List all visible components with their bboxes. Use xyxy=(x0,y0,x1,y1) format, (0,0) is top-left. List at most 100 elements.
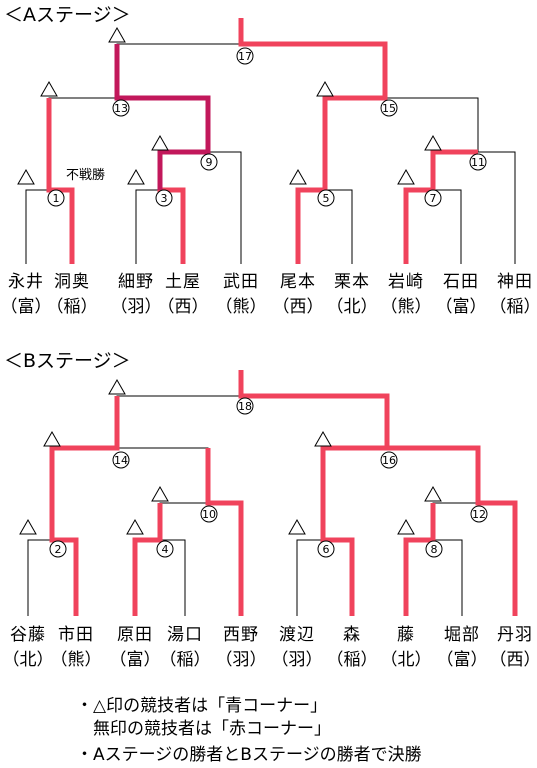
match-circle xyxy=(317,189,335,207)
match-circle xyxy=(469,153,487,171)
blue-corner-triangle xyxy=(316,80,334,97)
competitor-name: 谷藤 xyxy=(10,625,46,645)
match-circle xyxy=(200,153,218,171)
winner-path-7 xyxy=(403,149,478,264)
match-15-bracket xyxy=(324,97,479,190)
match-number: 2 xyxy=(55,543,62,556)
winner-path-5 xyxy=(238,18,388,264)
match-circle xyxy=(112,99,130,117)
stage-a-title: ＜Aステージ＞ xyxy=(4,4,131,26)
match-circle xyxy=(236,397,254,415)
note-final: ・Aステージの勝者とBステージの勝者で決勝 xyxy=(76,745,422,765)
competitor-name: 森 xyxy=(343,625,361,645)
match-number: 13 xyxy=(114,102,128,115)
competitor-name: 尾本 xyxy=(280,272,316,292)
competitor-school: （西） xyxy=(489,650,537,670)
match-number: 9 xyxy=(206,156,213,169)
match-circle xyxy=(425,540,443,558)
competitor-name: 栗本 xyxy=(334,272,370,292)
match-circle xyxy=(424,189,442,207)
blue-corner-triangle xyxy=(314,430,332,447)
stage-b-title: ＜Bステージ＞ xyxy=(4,350,131,372)
blue-corner-triangle xyxy=(288,518,306,535)
match-16-bracket xyxy=(322,447,479,540)
competitor-school: （稲） xyxy=(489,297,537,317)
blue-corner-triangle xyxy=(151,134,169,151)
blue-corner-markers xyxy=(17,26,442,535)
match-number: 7 xyxy=(430,192,437,205)
match-number: 14 xyxy=(114,454,128,467)
competitor-name: 原田 xyxy=(117,625,153,645)
match-number: 10 xyxy=(202,508,216,521)
winner-path-2 xyxy=(49,396,120,616)
winner-path-6 xyxy=(238,370,390,616)
blue-corner-triangle xyxy=(40,80,58,97)
blue-corner-triangle xyxy=(108,378,126,395)
competitor-name: 武田 xyxy=(223,272,259,292)
match-number: 6 xyxy=(323,543,330,556)
winner-path-8 xyxy=(403,503,436,616)
blue-corner-triangle xyxy=(397,518,415,535)
match-10-bracket xyxy=(159,502,242,616)
blue-corner-triangle xyxy=(127,168,145,185)
competitor-school: （熊） xyxy=(380,297,432,317)
competitor-school: （富） xyxy=(435,297,487,317)
competitor-school: （熊） xyxy=(50,650,102,670)
competitor-school: （西） xyxy=(272,297,324,317)
blue-corner-triangle xyxy=(126,518,144,535)
competitor-school: （羽） xyxy=(110,297,162,317)
match-number: 18 xyxy=(238,400,252,413)
match-circle xyxy=(470,505,488,523)
competitor-school: （富） xyxy=(109,650,161,670)
competitor-name: 細野 xyxy=(118,272,154,292)
blue-corner-triangle xyxy=(19,518,37,535)
match-circle xyxy=(236,47,254,65)
blue-corner-triangle xyxy=(43,430,61,447)
winner-path-10 xyxy=(205,448,244,616)
competitor-name: 藤 xyxy=(397,625,415,645)
highlight-path-3 xyxy=(114,44,211,190)
blue-corner-triangle xyxy=(108,26,126,43)
competitor-name: 湯口 xyxy=(167,625,203,645)
competitor-name: 洞奥 xyxy=(54,272,90,292)
winner-lines xyxy=(46,18,518,616)
competitor-school: （羽） xyxy=(271,650,323,670)
blue-corner-triangle xyxy=(151,485,169,502)
match-number: 17 xyxy=(238,50,252,63)
note-blue-corner: ・△印の競技者は「青コーナー」 xyxy=(76,696,328,716)
match-number: 16 xyxy=(382,454,396,467)
competitor-school: （稲） xyxy=(159,650,211,670)
competitor-school: （富） xyxy=(436,650,488,670)
competitor-school: （北） xyxy=(326,297,378,317)
bye-label: 不戦勝 xyxy=(66,168,106,183)
competitor-school: （北） xyxy=(380,650,432,670)
competitor-school: （稲） xyxy=(326,650,378,670)
competitor-school: （西） xyxy=(157,297,209,317)
match-number: 4 xyxy=(162,543,169,556)
competitor-name: 神田 xyxy=(497,272,533,292)
competitor-school: （北） xyxy=(2,650,54,670)
match-circle xyxy=(317,540,335,558)
blue-corner-triangle xyxy=(17,168,35,185)
competitor-name: 石田 xyxy=(443,272,479,292)
match-number: 5 xyxy=(323,192,330,205)
blue-corner-triangle xyxy=(424,485,442,502)
blue-corner-triangle xyxy=(397,168,415,185)
competitor-name: 永井 xyxy=(8,272,44,292)
match-14-bracket xyxy=(51,447,209,540)
match-circle xyxy=(156,540,174,558)
competitor-name: 堀部 xyxy=(444,625,480,645)
competitor-school: （富） xyxy=(0,297,52,317)
match-number: 8 xyxy=(431,543,438,556)
competitor-school: （羽） xyxy=(215,650,267,670)
match-circle xyxy=(200,505,218,523)
match-number: 11 xyxy=(471,156,485,169)
match-circle xyxy=(380,451,398,469)
competitor-name: 渡辺 xyxy=(279,625,315,645)
match-9-bracket xyxy=(159,151,242,264)
competitor-name: 丹羽 xyxy=(497,625,533,645)
match-number: 12 xyxy=(472,508,486,521)
match-circle xyxy=(112,451,130,469)
competitor-name: 市田 xyxy=(58,625,94,645)
